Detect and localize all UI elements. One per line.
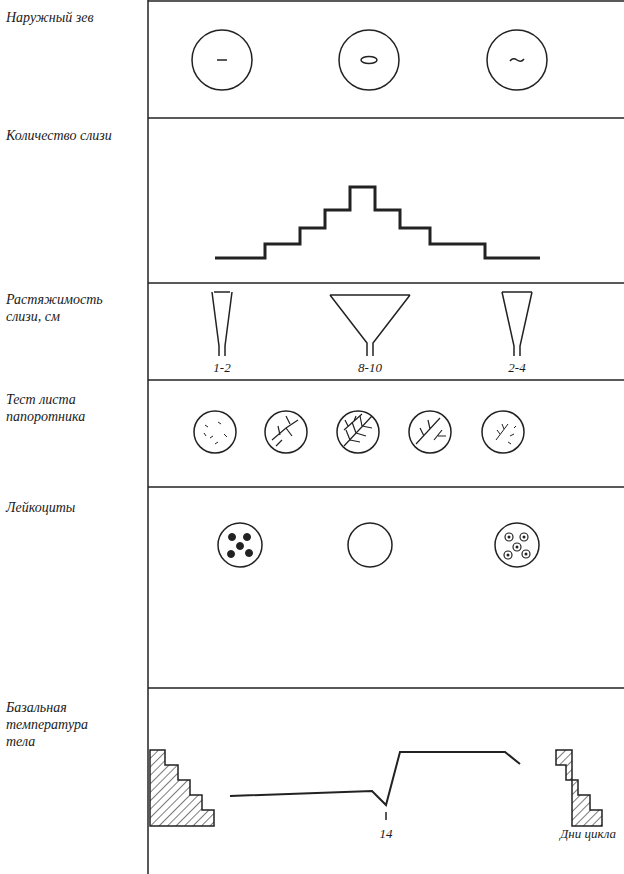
row-label: Базальная температура тела [6, 700, 116, 750]
axis-title: Дни цикла [556, 826, 620, 842]
row-label: Тест листа папоротника [6, 392, 116, 426]
stretch-value: 2-4 [497, 360, 537, 376]
row-label: Растяжимость слизи, см [6, 292, 116, 326]
stretch-value: 1-2 [202, 360, 242, 376]
row-label: Количество слизи [6, 128, 116, 145]
axis-tick-label: 14 [366, 826, 406, 842]
row-label: Лейкоциты [6, 500, 116, 517]
stretch-value: 8-10 [345, 360, 395, 376]
row-label: Наружный зев [6, 10, 102, 27]
